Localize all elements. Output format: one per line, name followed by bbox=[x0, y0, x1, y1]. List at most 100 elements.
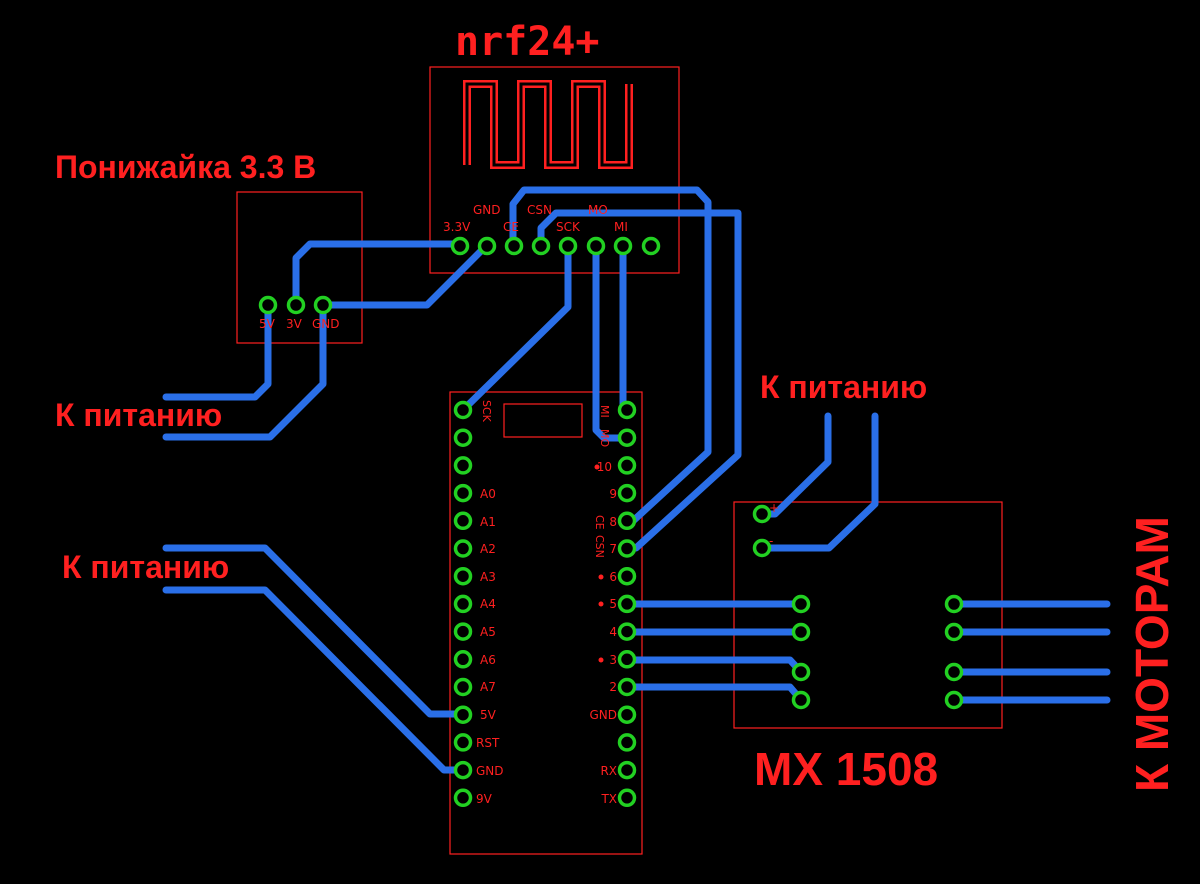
reg-pin-gnd-label: GND bbox=[312, 317, 340, 331]
driver-minus-label: - bbox=[769, 534, 773, 548]
arduino-right-label-gnd: GND bbox=[589, 708, 617, 722]
driver-plus-label: + bbox=[769, 501, 779, 515]
arduino-pad bbox=[617, 705, 637, 724]
trace-power2-5v bbox=[162, 544, 465, 718]
pwm-markers bbox=[594, 464, 604, 663]
arduino-side-label-ce: CE bbox=[593, 515, 606, 530]
arduino-left-label-a3: A3 bbox=[480, 570, 496, 584]
pad bbox=[944, 622, 964, 642]
pad bbox=[944, 690, 964, 710]
pad bbox=[586, 236, 606, 256]
arduino-pad bbox=[453, 539, 473, 558]
reg-pads bbox=[258, 295, 333, 315]
trace-csn bbox=[537, 209, 742, 552]
pad bbox=[504, 236, 524, 256]
pad bbox=[450, 236, 470, 256]
pad bbox=[477, 236, 497, 256]
trace-power3-minus bbox=[758, 412, 879, 552]
arduino-right-label-10: 10 bbox=[597, 460, 612, 474]
arduino-pad bbox=[453, 760, 473, 780]
arduino-pad bbox=[453, 733, 473, 752]
arduino-right-label-2: 2 bbox=[609, 680, 617, 694]
trace-power2-gnd bbox=[162, 586, 465, 774]
arduino-pad bbox=[617, 733, 637, 752]
arduino-left-label-rst: RST bbox=[476, 736, 500, 750]
nrf-pin-mo-label: MO bbox=[588, 203, 608, 217]
arduino-left-label-a1: A1 bbox=[480, 515, 496, 529]
pad bbox=[752, 504, 772, 524]
nrf-pin-sck-label: SCK bbox=[556, 220, 581, 234]
arduino-right-label-mo: MO bbox=[598, 429, 611, 447]
trace-power1-plus bbox=[162, 299, 272, 401]
arduino-pad bbox=[617, 650, 637, 669]
trace-3v3 bbox=[292, 240, 464, 307]
arduino-right-label-4: 4 bbox=[609, 625, 617, 639]
arduino-right-label-rx: RX bbox=[600, 764, 617, 778]
arduino-pad bbox=[453, 650, 473, 669]
trace-pin3 bbox=[623, 656, 805, 676]
nrf-pin-ce-label: CE bbox=[503, 220, 519, 234]
trace-mo bbox=[592, 242, 631, 442]
arduino-pad bbox=[617, 428, 637, 447]
arduino-left-label-sck: SCK bbox=[480, 400, 493, 423]
regulator-outline bbox=[236, 191, 363, 344]
arduino-left-label-gnd: GND bbox=[476, 764, 504, 778]
nrf-pin-gnd-label: GND bbox=[473, 203, 501, 217]
trace-power1-gnd bbox=[162, 301, 327, 441]
motors-label: К МОТОРАМ bbox=[1126, 516, 1178, 792]
traces bbox=[162, 186, 1111, 774]
arduino-right-label-8: 8 bbox=[609, 515, 617, 529]
arduino-pad bbox=[617, 788, 637, 808]
arduino-pad bbox=[617, 400, 637, 420]
arduino-right-label-3: 3 bbox=[609, 653, 617, 667]
pad bbox=[791, 690, 811, 710]
trace-ce bbox=[509, 186, 712, 524]
arduino-left-label-5v: 5V bbox=[480, 708, 497, 722]
arduino-left-label-a4: A4 bbox=[480, 597, 496, 611]
arduino-side-label-csn: CSN bbox=[593, 535, 606, 558]
arduino-pad bbox=[453, 788, 473, 808]
power-label-1: К питанию bbox=[55, 397, 222, 433]
arduino-right-label-6: 6 bbox=[609, 570, 617, 584]
arduino-left-label-a2: A2 bbox=[480, 542, 496, 556]
arduino-left-label-9v: 9V bbox=[476, 792, 493, 806]
arduino-right-label-5: 5 bbox=[609, 597, 617, 611]
arduino-right-label-mi: MI bbox=[598, 405, 611, 418]
nrf-pin-mi-label: MI bbox=[614, 220, 628, 234]
arduino-pad bbox=[617, 511, 637, 531]
arduino-right-label-7: 7 bbox=[609, 542, 617, 556]
arduino-left-label-a6: A6 bbox=[480, 653, 496, 667]
arduino-pad bbox=[617, 566, 637, 586]
pad bbox=[613, 236, 633, 256]
arduino-pad bbox=[453, 483, 473, 503]
arduino-pad bbox=[453, 622, 473, 641]
power-label-3: К питанию bbox=[760, 369, 927, 405]
nrf-pin-3v3-label: 3.3V bbox=[443, 220, 471, 234]
arduino-pad bbox=[617, 539, 637, 558]
power-label-2: К питанию bbox=[62, 549, 229, 585]
pad bbox=[641, 236, 661, 256]
arduino-pad bbox=[453, 566, 473, 586]
arduino-pad bbox=[453, 705, 473, 724]
driver-pads bbox=[752, 504, 964, 710]
arduino-pad bbox=[453, 677, 473, 697]
reg-pin-3v-label: 3V bbox=[286, 317, 303, 331]
nrf-pin-csn-label: CSN bbox=[527, 203, 552, 217]
nrf-module-outline bbox=[429, 66, 680, 274]
arduino-pad bbox=[453, 511, 473, 531]
arduino-pad bbox=[617, 677, 637, 697]
driver-outline bbox=[733, 501, 1003, 729]
arduino-pads bbox=[453, 400, 637, 808]
reg-pin-5v-label: 5V bbox=[259, 317, 276, 331]
pad bbox=[258, 295, 278, 315]
pad bbox=[944, 594, 964, 614]
arduino-pad bbox=[453, 456, 473, 475]
trace-sck bbox=[459, 242, 572, 414]
arduino-pad bbox=[453, 428, 473, 447]
arduino-pad bbox=[453, 400, 473, 420]
trace-power3-plus bbox=[758, 412, 832, 518]
pad bbox=[791, 594, 811, 614]
nrf-pads bbox=[450, 236, 661, 256]
pad bbox=[286, 295, 306, 315]
